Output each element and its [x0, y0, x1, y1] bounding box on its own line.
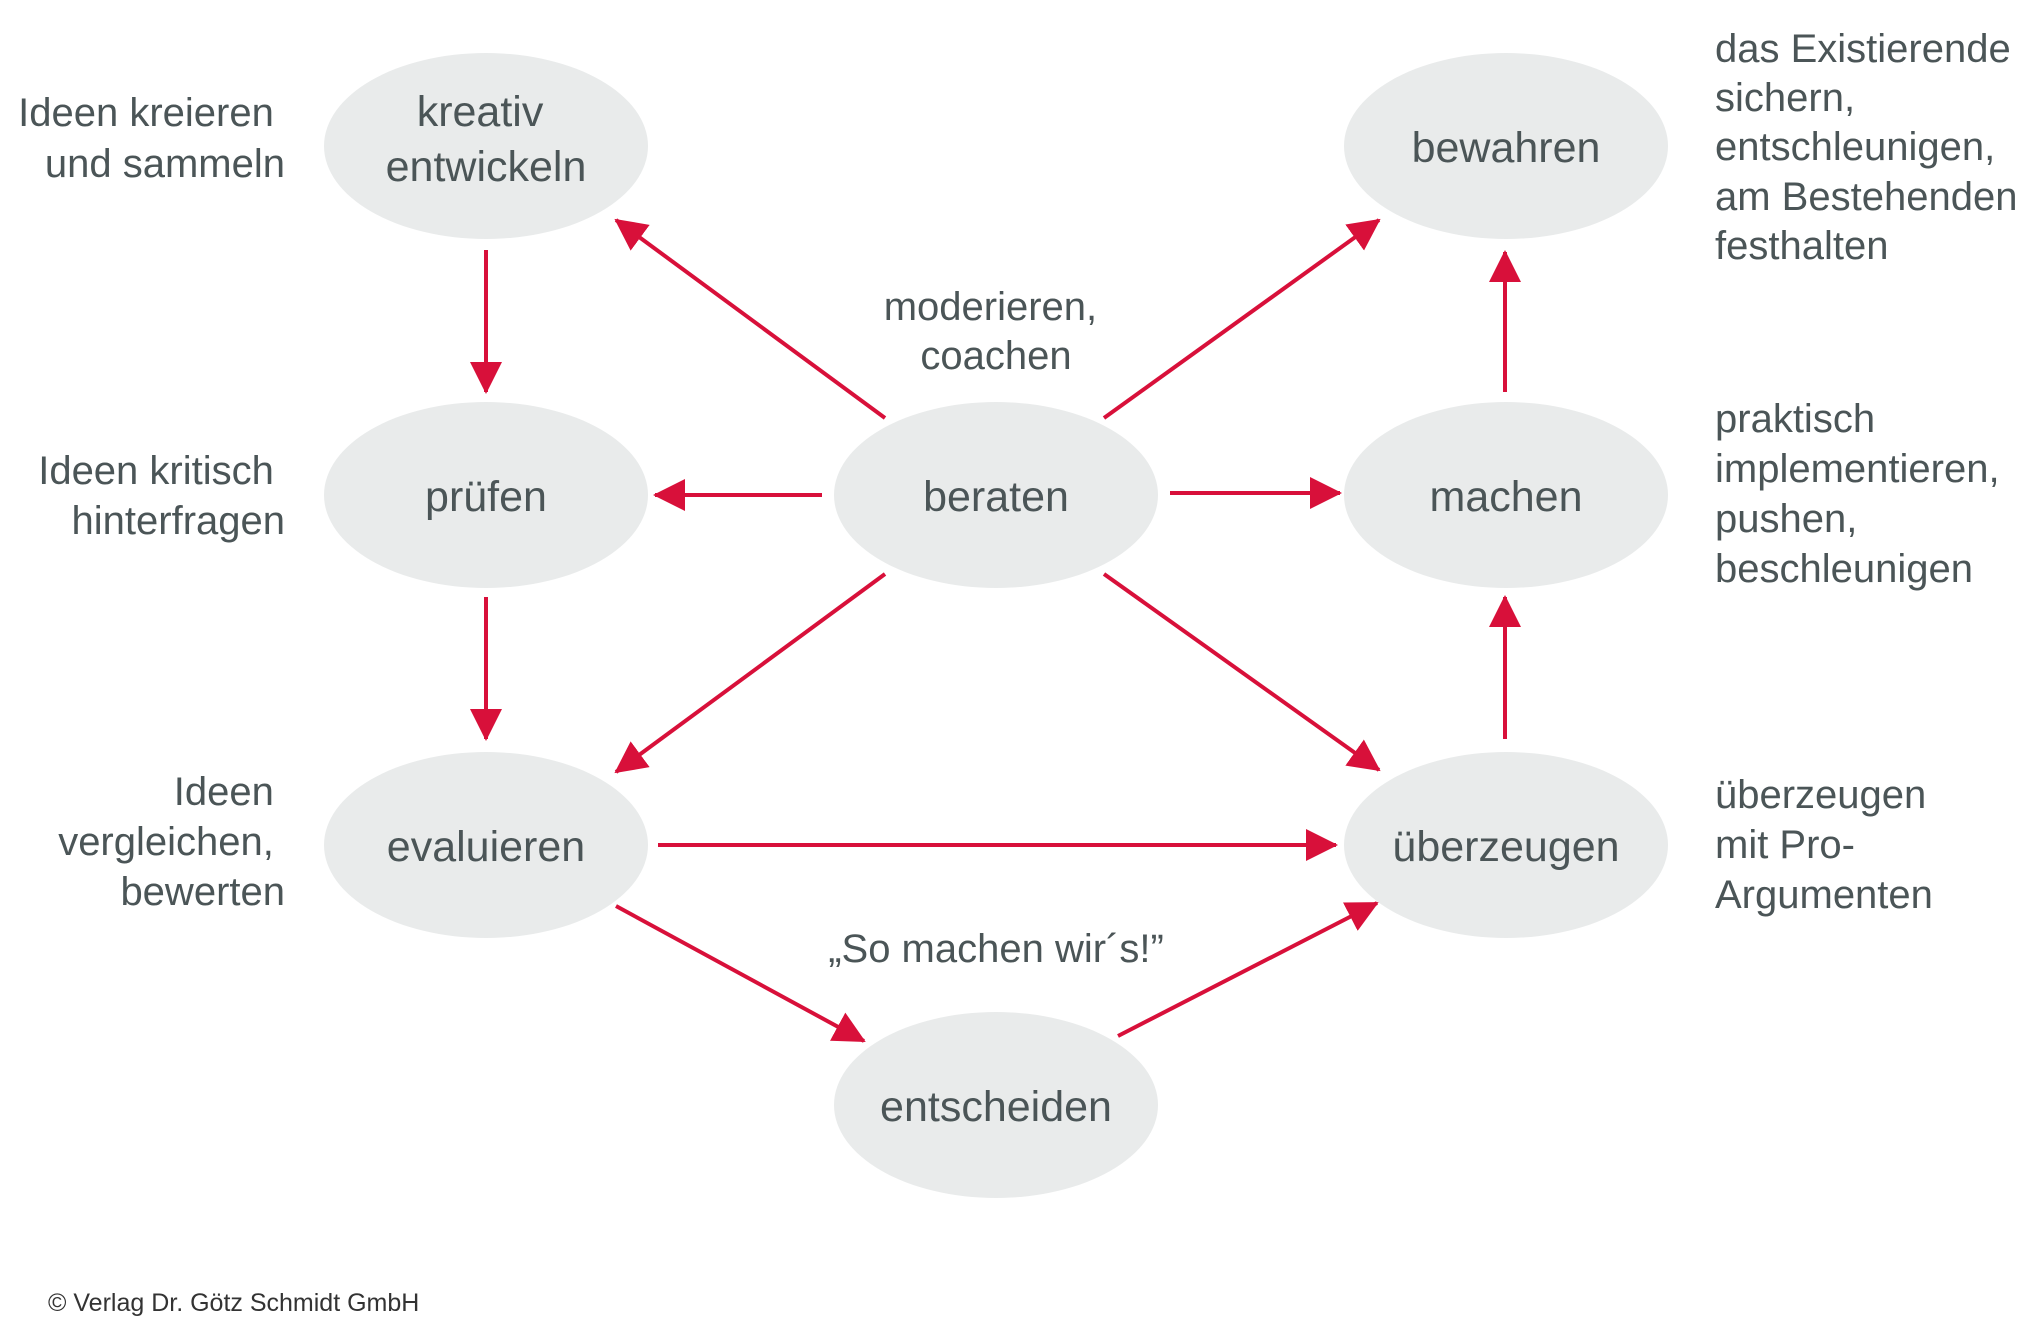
node-beraten-line: beraten [923, 473, 1069, 521]
node-pruefen-line: prüfen [425, 473, 547, 521]
node-kreativ: kreativ entwickeln [324, 53, 648, 239]
annotation-beraten: moderieren, coachen [884, 285, 1109, 378]
arrow-beraten-to-evaluieren [614, 572, 887, 774]
annotation-line: Ideen [174, 770, 274, 814]
annotation-line: „So machen wir´s!” [828, 927, 1164, 971]
annotation-line: entschleunigen, [1715, 125, 1995, 169]
annotation-line: bewerten [120, 870, 285, 914]
node-bewahren: bewahren [1344, 53, 1668, 239]
node-evaluieren-line: evaluieren [387, 823, 585, 871]
node-beraten: beraten [834, 402, 1158, 588]
arrow-beraten-to-ueberzeugen [1102, 572, 1381, 772]
annotation-line: Ideen kritisch [38, 449, 274, 493]
annotation-line: Argumenten [1715, 873, 1933, 917]
node-pruefen-label: prüfen [425, 473, 547, 521]
annotation-bewahren: das Existierende sichern, entschleunigen… [1715, 27, 2029, 268]
annotation-line: beschleunigen [1715, 547, 1973, 591]
node-beraten-label: beraten [923, 473, 1069, 521]
annotation-decision-quote: „So machen wir´s!” [828, 927, 1164, 971]
node-evaluieren-label: evaluieren [387, 823, 585, 871]
annotation-line: festhalten [1715, 224, 1888, 268]
annotation-line: pushen, [1715, 497, 1857, 541]
node-pruefen: prüfen [324, 402, 648, 588]
node-entscheiden-label: entscheiden [880, 1083, 1112, 1131]
annotation-line: mit Pro- [1715, 823, 1855, 867]
node-ueberzeugen-line: überzeugen [1392, 823, 1619, 871]
annotation-pruefen: Ideen kritisch hinterfragen [38, 449, 285, 543]
node-bewahren-label: bewahren [1412, 124, 1601, 172]
node-machen-line: machen [1430, 473, 1583, 521]
annotation-line: und sammeln [45, 142, 285, 186]
annotation-line: Ideen kreieren [18, 91, 274, 135]
annotation-line: hinterfragen [72, 499, 285, 543]
annotation-ueberzeugen: überzeugen mit Pro- Argumenten [1715, 773, 1937, 917]
annotation-line: implementieren, [1715, 447, 2000, 491]
node-machen-label: machen [1430, 473, 1583, 521]
annotation-machen: praktisch implementieren, pushen, beschl… [1715, 397, 2011, 591]
node-entscheiden: entscheiden [834, 1012, 1158, 1198]
node-evaluieren: evaluieren [324, 752, 648, 938]
annotation-line: am Bestehenden [1715, 175, 2017, 219]
annotation-line: moderieren, [884, 285, 1097, 329]
annotation-line: praktisch [1715, 397, 1875, 441]
node-machen: machen [1344, 402, 1668, 588]
node-bewahren-line: bewahren [1412, 124, 1601, 172]
annotation-kreativ: Ideen kreieren und sammeln [18, 91, 285, 186]
copyright-notice: © Verlag Dr. Götz Schmidt GmbH [48, 1289, 419, 1317]
annotation-line: vergleichen, [58, 820, 274, 864]
annotation-evaluieren: Ideen vergleichen, bewerten [58, 770, 285, 914]
arrow-group [470, 218, 1521, 1043]
annotation-line: das Existierende [1715, 27, 2011, 71]
annotation-line: sichern, [1715, 76, 1855, 120]
arrow-beraten-to-kreativ [614, 218, 887, 420]
arrow-evaluieren-to-entscheiden [615, 904, 866, 1043]
node-ueberzeugen: überzeugen [1344, 752, 1668, 938]
arrow-entscheiden-to-ueberzeugen [1117, 901, 1379, 1038]
arrow-beraten-to-bewahren [1102, 218, 1381, 420]
node-ueberzeugen-label: überzeugen [1392, 823, 1619, 871]
node-kreativ-line: entwickeln [386, 143, 587, 191]
node-kreativ-line: kreativ [417, 88, 544, 136]
node-kreativ-label: kreativ entwickeln [386, 88, 587, 191]
node-entscheiden-line: entscheiden [880, 1083, 1112, 1131]
annotation-line: überzeugen [1715, 773, 1926, 817]
annotation-line: coachen [920, 334, 1071, 378]
